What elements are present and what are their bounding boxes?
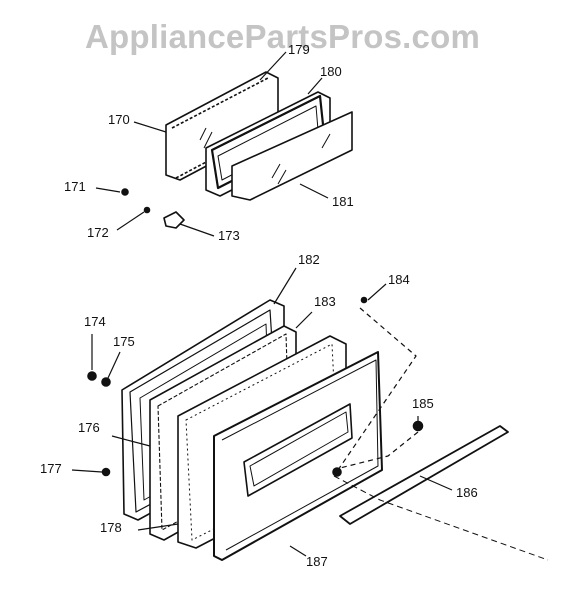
callout-187: 187	[306, 554, 328, 569]
screw-177	[101, 467, 111, 477]
callout-177: 177	[40, 461, 62, 476]
callout-172: 172	[87, 225, 109, 240]
callout-184: 184	[388, 272, 410, 287]
callout-180: 180	[320, 64, 342, 79]
watermark: AppliancePartsPros.com	[84, 18, 481, 55]
washer-172	[143, 206, 151, 214]
callout-175: 175	[113, 334, 135, 349]
callout-179: 179	[288, 42, 310, 57]
callout-183: 183	[314, 294, 336, 309]
callout-181: 181	[332, 194, 354, 209]
callout-labels: 170 171 172 173 174 175 176 177 178 179 …	[40, 42, 478, 569]
clip-173	[163, 211, 185, 229]
leader-lines	[71, 51, 549, 561]
screw-185	[412, 420, 424, 432]
screw-174	[87, 371, 97, 381]
screw-175	[101, 377, 111, 387]
callout-176: 176	[78, 420, 100, 435]
callout-173: 173	[218, 228, 240, 243]
callout-174: 174	[84, 314, 106, 329]
screw-184	[360, 296, 368, 304]
callout-170: 170	[108, 112, 130, 127]
callout-186: 186	[456, 485, 478, 500]
door-handle-186	[339, 425, 509, 525]
callout-171: 171	[64, 179, 86, 194]
callout-178: 178	[100, 520, 122, 535]
callout-182: 182	[298, 252, 320, 267]
outer-door-panel-187	[213, 351, 383, 561]
callout-185: 185	[412, 396, 434, 411]
glass-panel-front	[231, 111, 353, 201]
screw-171	[121, 188, 129, 196]
center-screw	[332, 467, 342, 477]
